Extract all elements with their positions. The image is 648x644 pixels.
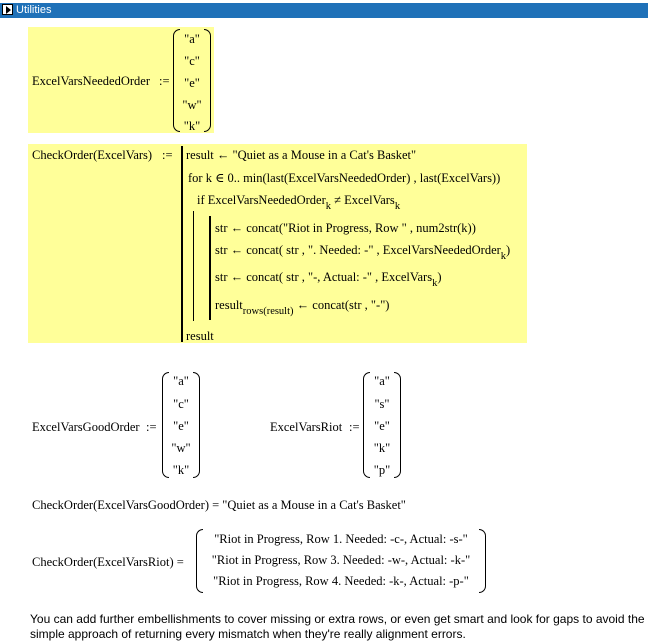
line-text: ) (437, 270, 442, 284)
left-paren (363, 372, 370, 478)
program-highlight[interactable] (28, 144, 527, 343)
vector-cell: "w" (182, 98, 202, 112)
eval-riot-lhs[interactable]: CheckOrder(ExcelVarsRiot) = (32, 555, 184, 569)
program-line: for k ∈ 0.. min(last(ExcelVarsNeededOrde… (188, 171, 501, 185)
eval-riot-result[interactable]: "Riot in Progress, Row 1. Needed: -c-, A… (196, 529, 486, 593)
left-paren (173, 29, 180, 132)
assign-operator: := (159, 74, 170, 88)
needed-order-vector[interactable]: "a" "c" "e" "w" "k" (173, 29, 211, 133)
good-order-name: ExcelVarsGoodOrder (32, 420, 140, 434)
vector-cell: "c" (184, 54, 200, 68)
if-bar (193, 211, 194, 321)
explanation-text[interactable]: You can add further embellishments to co… (30, 612, 645, 641)
region-header[interactable]: Utilities (0, 3, 648, 18)
program-line: resultrows(result) ← concat(str , "-") (215, 298, 390, 317)
program-line: result ← "Quiet as a Mouse in a Cat's Ba… (186, 148, 417, 162)
vector-cell: "a" (184, 32, 200, 46)
region-title: Utilities (16, 4, 52, 16)
line-text: ≠ ExcelVars (331, 193, 395, 207)
line-text: result (215, 298, 243, 312)
subscript: rows(result) (242, 306, 294, 317)
result-cell: "Riot in Progress, Row 1. Needed: -c-, A… (214, 532, 468, 546)
vector-cell: "p" (373, 463, 391, 477)
vector-cell: "k" (183, 119, 201, 133)
good-order-vector[interactable]: "a" "c" "e" "w" "k" (162, 372, 200, 478)
program-bar (181, 146, 183, 342)
vector-cell: "e" (173, 419, 189, 433)
assign-operator: := (162, 148, 173, 162)
vector-cell: "e" (184, 76, 200, 90)
assign-operator: := (146, 420, 157, 434)
needed-order-highlight[interactable] (28, 27, 214, 133)
result-cell: "Riot in Progress, Row 4. Needed: -k-, A… (213, 574, 469, 588)
line-text: str ← concat( str , "-, Actual: -" , Exc… (215, 270, 433, 284)
subscript: k (432, 278, 438, 289)
needed-order-name: ExcelVarsNeededOrder (32, 74, 150, 88)
program-line: str ← concat( str , ". Needed: -" , Exce… (215, 243, 511, 262)
riot-vector[interactable]: "a" "s" "e" "k" "p" (363, 372, 401, 478)
vector-cell: "a" (173, 374, 189, 388)
left-paren (162, 372, 169, 478)
subscript: k (325, 201, 332, 212)
vector-cell: "k" (172, 463, 190, 477)
vector-cell: "a" (374, 374, 390, 388)
vector-cell: "w" (171, 441, 191, 455)
line-text: str ← concat( str , ". Needed: -" , Exce… (215, 243, 501, 257)
vector-cell: "c" (173, 397, 189, 411)
vector-cell: "k" (373, 441, 391, 455)
riot-name: ExcelVarsRiot (270, 420, 343, 434)
result-cell: "Riot in Progress, Row 3. Needed: -w-, A… (211, 553, 471, 567)
vector-cell: "e" (374, 419, 390, 433)
subscript: k (500, 251, 507, 262)
program-line: result (186, 329, 214, 343)
program-header: CheckOrder(ExcelVars) (32, 148, 153, 162)
program-line: str ← concat("Riot in Progress, Row " , … (215, 221, 476, 235)
left-paren (196, 529, 203, 593)
collapse-region-icon[interactable] (2, 4, 13, 15)
assign-operator: := (349, 420, 360, 434)
program-line: str ← concat( str , "-, Actual: -" , Exc… (215, 270, 442, 289)
line-text: ) (506, 243, 511, 257)
eval-good-order[interactable]: CheckOrder(ExcelVarsGoodOrder) = "Quiet … (32, 498, 406, 512)
line-text: if ExcelVarsNeededOrder (197, 193, 326, 207)
subscript: k (394, 201, 401, 212)
line-text: ← concat(str , "-") (293, 298, 390, 312)
vector-cell: "s" (374, 397, 390, 411)
program-line: if ExcelVarsNeededOrderk ≠ ExcelVarsk (197, 193, 400, 212)
block-bar (209, 216, 211, 320)
